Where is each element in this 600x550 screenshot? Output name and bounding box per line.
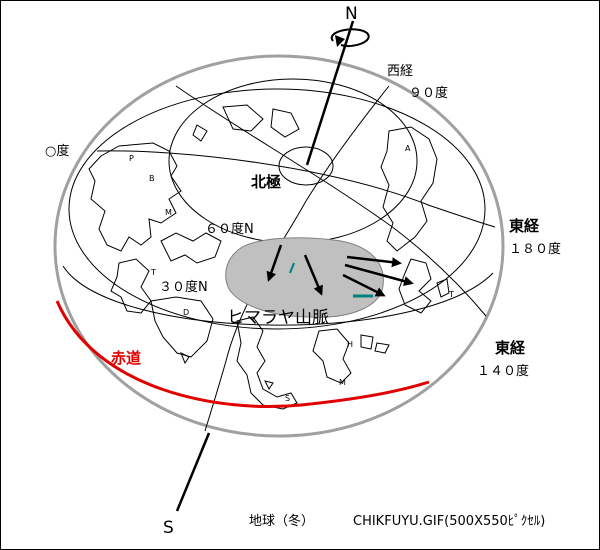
meridian-line-1	[96, 150, 496, 228]
continent-outline-west	[88, 142, 182, 252]
himalaya-region	[225, 237, 384, 318]
lat-30n-label: ３０度N	[159, 279, 208, 295]
south-label: S	[163, 518, 174, 538]
globe-outline	[53, 54, 505, 438]
continent-outline-europe	[160, 232, 222, 264]
east-180-value: １８０度	[509, 241, 561, 257]
wind-arrow-1	[266, 244, 283, 282]
wind-arrow-5	[342, 273, 386, 297]
lat-60n-label: ６０度N	[205, 221, 254, 237]
map-letter-p: P	[129, 154, 134, 163]
himalaya-label: ヒマラヤ山脈	[227, 308, 329, 328]
continent-outline-south-west	[110, 258, 152, 314]
caption-file: CHIKFUYU.GIF(500X550ﾋﾟｸｾﾙ)	[353, 514, 545, 529]
continent-outline-east-islands	[398, 258, 450, 314]
map-letter-a: A	[405, 144, 411, 153]
equator-label: 赤道	[111, 349, 141, 367]
latitude-circle-60n	[68, 88, 486, 330]
meridian-line-2	[175, 85, 487, 317]
map-letter-t2: T	[448, 290, 454, 299]
north-label: N	[345, 4, 358, 24]
continent-outline-southeast	[312, 328, 374, 384]
wind-arrow-2	[303, 254, 323, 296]
earth-axis-upper	[305, 20, 355, 166]
rotation-arrow-icon	[330, 28, 370, 47]
east-longitude-label-lower: 東経	[495, 339, 526, 357]
latitude-circle-30n	[62, 265, 494, 326]
equator-line	[55, 300, 430, 409]
map-letter-b: B	[149, 174, 155, 183]
east-140-value: １４０度	[477, 363, 529, 379]
map-letter-d: D	[183, 308, 189, 317]
west-longitude-value: ９０度	[409, 85, 448, 101]
continent-outline-south-asia	[236, 316, 298, 410]
map-letter-m2: M	[339, 378, 346, 387]
wind-arrow-3	[346, 255, 402, 268]
east-longitude-label-upper: 東経	[509, 217, 540, 235]
north-pole-circle	[278, 146, 334, 186]
map-letter-s: S	[285, 394, 290, 403]
map-letter-t1: T	[150, 268, 156, 277]
north-pole-label: 北極	[251, 173, 281, 191]
teal-mark-1	[289, 262, 295, 274]
west-longitude-label: 西経	[387, 64, 413, 79]
map-letter-m1: M	[165, 208, 172, 217]
caption-title: 地球（冬）	[249, 513, 314, 529]
small-island-outlines	[180, 342, 390, 390]
continent-outline-arctic	[192, 104, 300, 142]
map-letter-h: H	[347, 340, 353, 349]
continent-outline-east	[380, 126, 438, 252]
wind-arrow-4	[344, 263, 414, 286]
earth-axis-lower	[175, 432, 211, 512]
prime-meridian-label: ○度	[45, 143, 69, 159]
rotation-arrowhead-icon	[335, 35, 345, 47]
continent-outline-africa	[150, 296, 214, 358]
